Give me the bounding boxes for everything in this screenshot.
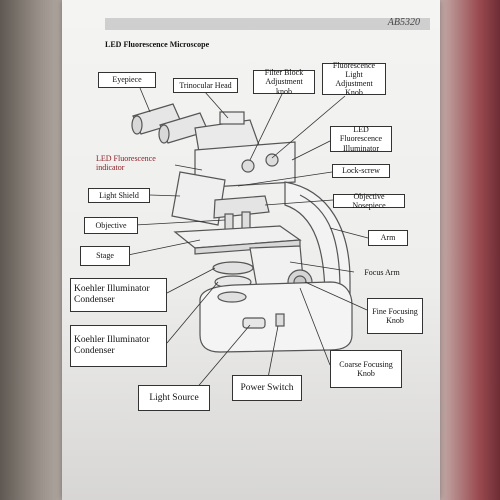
label-light-source: Light Source bbox=[138, 385, 210, 411]
eyepiece-right-lens bbox=[158, 124, 170, 144]
label-power-switch: Power Switch bbox=[232, 375, 302, 401]
desk-right bbox=[430, 0, 500, 500]
eyepiece-left-lens bbox=[131, 115, 143, 135]
label-arm: Arm bbox=[368, 230, 408, 246]
arm-inner-line bbox=[299, 194, 341, 291]
label-stage: Stage bbox=[80, 246, 130, 266]
light-knob-drawing bbox=[265, 153, 279, 167]
label-led-illuminator: LED Fluorescence Illuminator bbox=[330, 125, 392, 153]
label-focus-arm: Focus Arm bbox=[364, 268, 400, 278]
light-shield-drawing bbox=[171, 171, 226, 226]
label-led-indicator: LED Fluorescence indicator bbox=[96, 153, 156, 172]
nosepiece-drawing bbox=[213, 195, 270, 219]
light-source-drawing bbox=[217, 291, 247, 303]
model-number: AB5320 bbox=[387, 17, 420, 28]
leader-lines bbox=[127, 87, 369, 391]
label-objective: Objective bbox=[84, 217, 138, 234]
label-filter-block-knob: Filter Block Adjustment knob bbox=[253, 68, 315, 96]
condenser-top bbox=[212, 261, 254, 275]
label-coarse-focusing-knob: Coarse Focusing Knob bbox=[330, 350, 402, 388]
label-objective-nosepiece: Objective Nosepiece bbox=[333, 192, 405, 210]
label-light-shield: Light Shield bbox=[88, 188, 150, 203]
label-koehler-condenser-2: Koehler Illuminator Condenser bbox=[70, 325, 167, 367]
power-switch-drawing bbox=[242, 317, 266, 329]
label-fine-focusing-knob: Fine Focusing Knob bbox=[367, 298, 423, 334]
label-eyepiece: Eyepiece bbox=[98, 72, 156, 88]
label-trinocular-head: Trinocular Head bbox=[173, 78, 238, 93]
trinocular-port bbox=[219, 111, 245, 125]
header-bar: AB5320 bbox=[105, 17, 430, 30]
page-title: LED Fluorescence Microscope bbox=[105, 40, 210, 49]
label-koehler-condenser-1: Koehler Illuminator Condenser bbox=[70, 278, 167, 312]
filter-knob-drawing bbox=[241, 159, 255, 173]
label-fluorescence-light-knob: Fluorescence Light Adjustment Knob bbox=[322, 61, 386, 97]
microscope-drawing bbox=[131, 103, 353, 353]
switch-small bbox=[275, 313, 285, 327]
label-lock-screw: Lock-screw bbox=[332, 164, 390, 178]
desk-left bbox=[0, 0, 70, 500]
